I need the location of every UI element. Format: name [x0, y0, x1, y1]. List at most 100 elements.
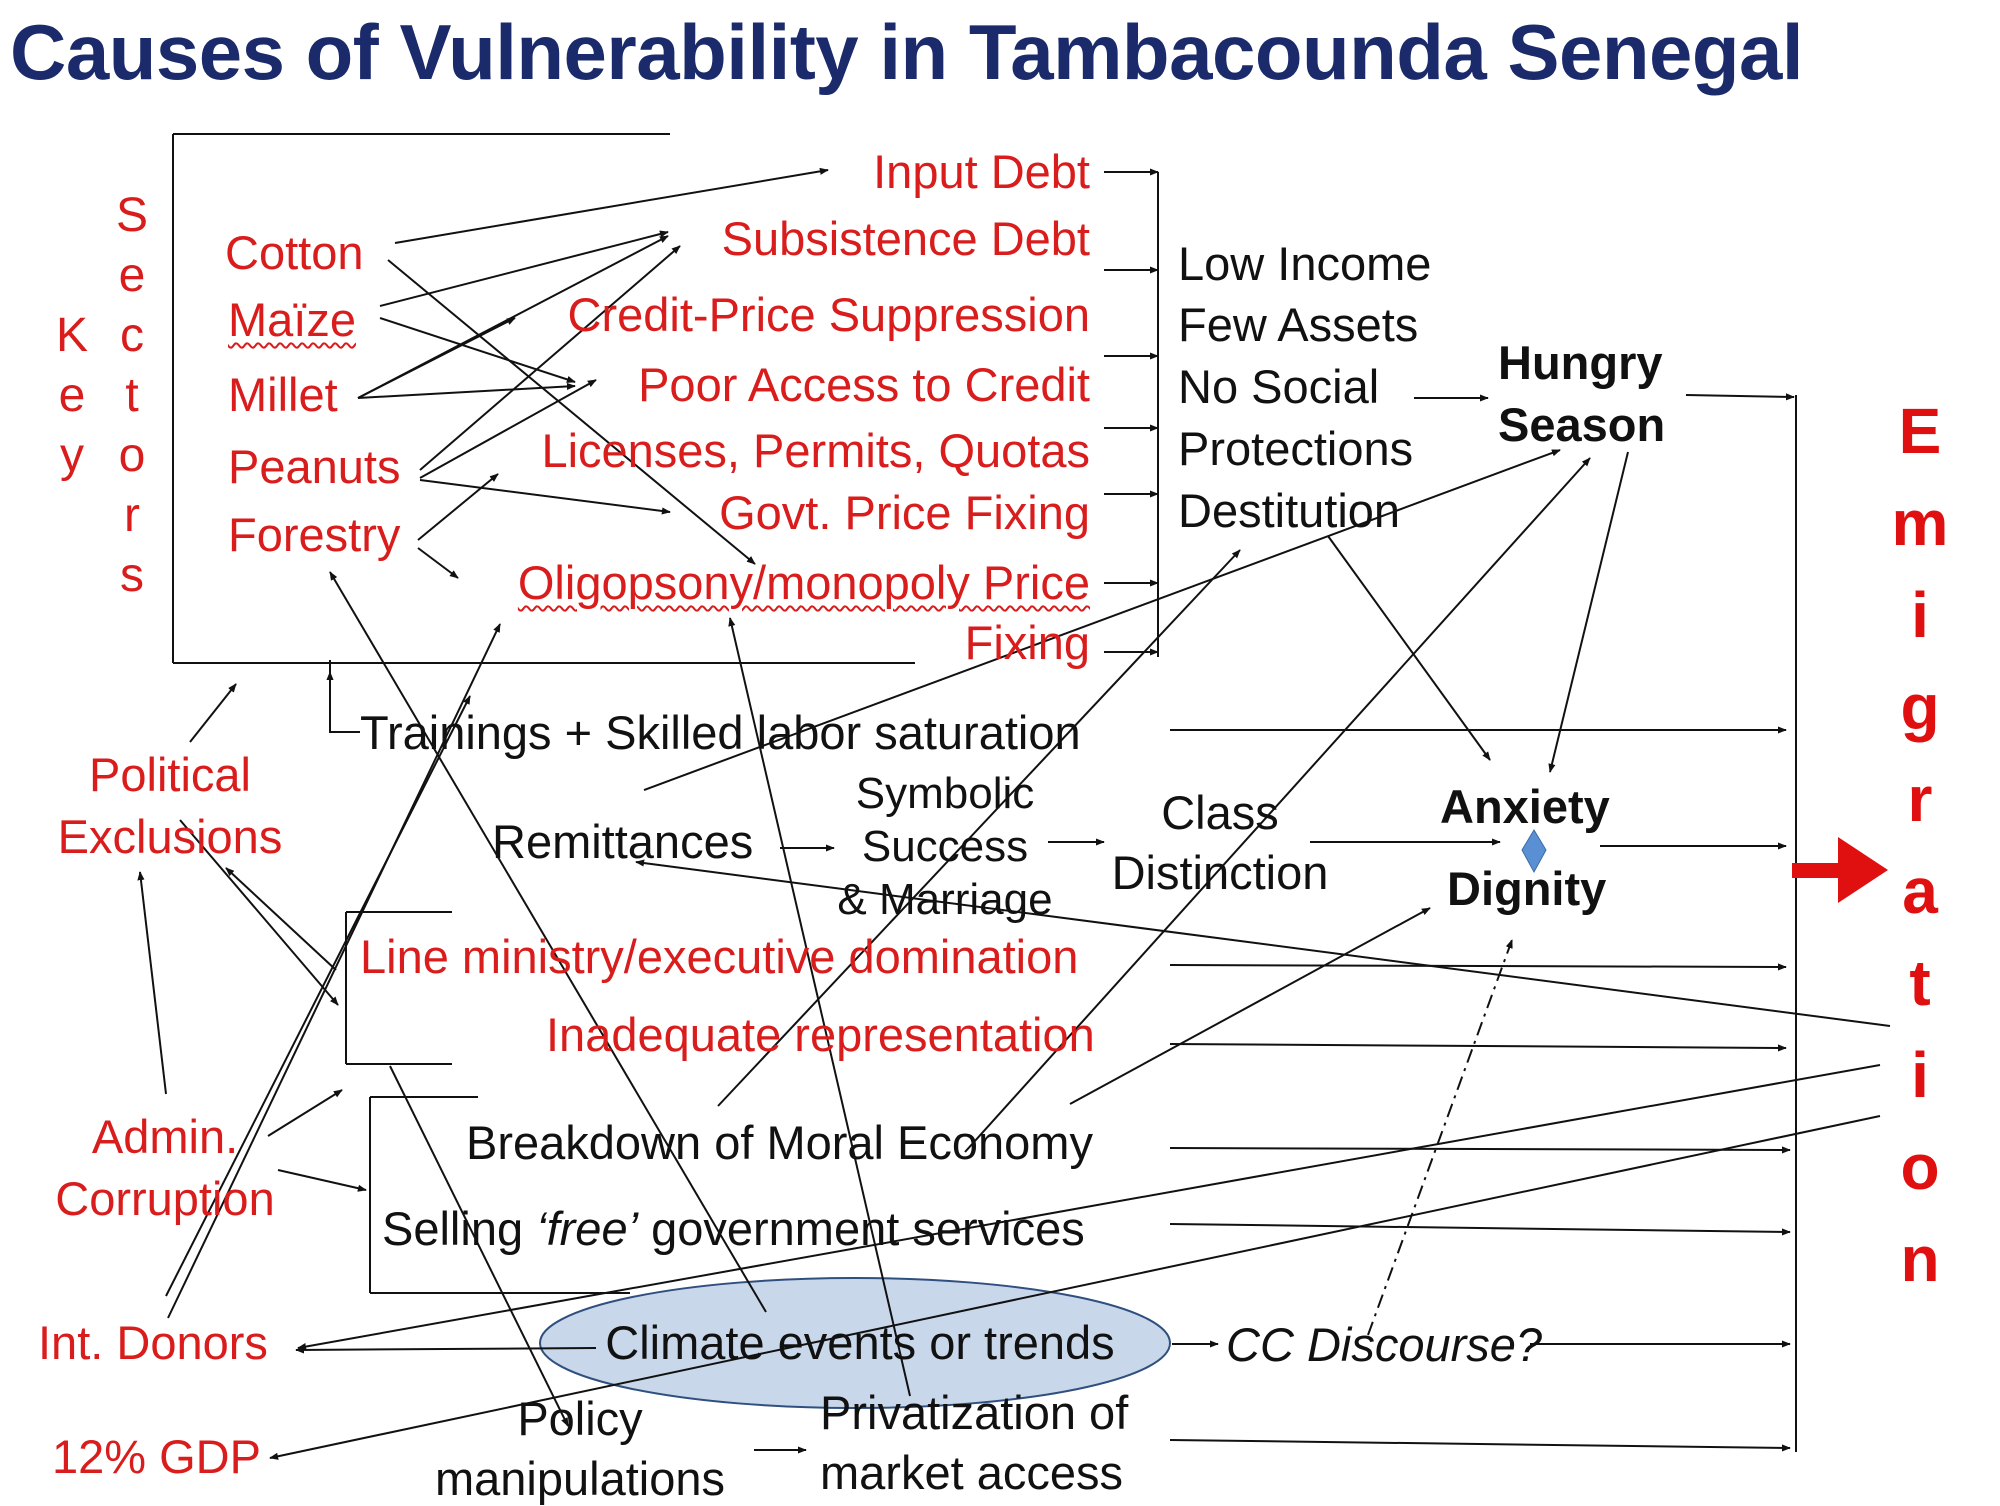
debt-oligopsony: Oligopsony/monopoly Price: [440, 556, 1090, 610]
symbolic-3: & Marriage: [837, 875, 1053, 924]
trainings-label: Trainings + Skilled labor saturation: [360, 706, 1081, 759]
arrow-peanuts-subsistence: [419, 245, 681, 471]
debt-govt-price: Govt. Price Fixing: [719, 486, 1090, 539]
policy-label-1: Policy: [517, 1392, 643, 1445]
arrow-admin-admin-bracket: [277, 1169, 367, 1192]
emigration-letter-6: t: [1909, 947, 1931, 1019]
symbolic-1: Symbolic: [855, 769, 1035, 818]
sectors-letter-5: r: [124, 489, 140, 542]
political-label-1: Political: [89, 748, 251, 801]
outcome-few-assets: Few Assets: [1178, 298, 1419, 351]
oligopsony-text: Oligopsony/monopoly Price: [517, 556, 1090, 609]
emigration-letter-3: g: [1900, 671, 1940, 743]
sectors-letter-6: s: [120, 549, 144, 602]
arrow-cotton-oligopsony: [387, 259, 756, 565]
class-label-1: Class: [1161, 786, 1279, 839]
key-sectors-bracket: [172, 133, 915, 664]
sectors-letter-1: e: [118, 249, 146, 302]
key-letter-1: e: [58, 369, 86, 422]
arrow-emigration-donors: [297, 1064, 1881, 1351]
sectors-letter-0: S: [115, 189, 148, 242]
political-bracket: [345, 911, 452, 1065]
arrow-emigration-gdp: [269, 1115, 1881, 1460]
arrow-admin-bracket: [267, 1089, 343, 1137]
sectors-letter-2: c: [120, 309, 144, 362]
selling-free: ‘free’: [536, 1202, 639, 1255]
arrow-donors-trainings: [165, 695, 471, 1297]
debt-fixing: Fixing: [964, 616, 1090, 669]
arrow-inadequate-emigration: [1169, 1043, 1787, 1052]
hungry-label: Hungry: [1498, 336, 1663, 389]
policy-label-2: manipulations: [434, 1452, 725, 1505]
climate-label: Climate events or trends: [605, 1316, 1115, 1369]
line-ministry-label: Line ministry/executive domination: [360, 930, 1079, 983]
arrow-selling-emigration: [1169, 1223, 1791, 1236]
arrow-millet-poor-access: [357, 382, 576, 399]
sector-forestry: Forestry: [228, 508, 401, 561]
sector-cotton: Cotton: [225, 226, 364, 279]
arrow-privatization-emigration: [1169, 1439, 1791, 1452]
anxiety-label: Anxiety: [1440, 780, 1610, 833]
debt-licenses: Licenses, Permits, Quotas: [541, 424, 1090, 477]
arrow-forestry-oligopsony: [417, 547, 459, 579]
arrow-moral-dignity: [1069, 907, 1431, 1105]
sector-maize: Maïze: [228, 293, 356, 346]
emigration-letter-8: o: [1900, 1131, 1940, 1203]
emigration-letter-1: m: [1891, 487, 1949, 559]
emigration-letter-2: i: [1911, 579, 1929, 651]
selling-label: Selling ‘free’ government services: [382, 1202, 1085, 1256]
emigration-letter-0: E: [1898, 395, 1942, 467]
outcome-destitution: Destitution: [1178, 484, 1401, 537]
political-label-2: Exclusions: [57, 810, 283, 863]
outcome-no-social: No Social: [1178, 360, 1380, 413]
remittances-label: Remittances: [492, 815, 754, 868]
dignity-label: Dignity: [1447, 862, 1607, 915]
arrow-cotton-input-debt: [394, 167, 829, 244]
moral-economy-label: Breakdown of Moral Economy: [466, 1116, 1093, 1169]
sectors-letter-4: o: [118, 429, 146, 482]
class-label-2: Distinction: [1111, 846, 1329, 899]
emigration-letter-7: i: [1911, 1039, 1929, 1111]
privatization-label-1: Privatization of: [820, 1386, 1129, 1439]
arrow-line-ministry-emigration: [1169, 963, 1787, 971]
climate-ellipse: [539, 1277, 1171, 1409]
sector-peanuts: Peanuts: [228, 440, 401, 493]
arrow-moral-emigration: [1169, 1146, 1791, 1154]
arrow-donors-oligopsony-side: [167, 623, 501, 1319]
arrow-admin-political: [137, 871, 167, 1095]
cc-discourse-label: CC Discourse?: [1226, 1318, 1543, 1371]
selling-post: government services: [638, 1202, 1085, 1255]
arrow-maize-subsistence: [379, 230, 669, 307]
admin-label-1: Admin.: [91, 1110, 239, 1163]
arrow-political-sectors: [189, 683, 237, 743]
arrow-peanuts-govt-price: [419, 479, 671, 515]
selling-pre: Selling: [382, 1202, 537, 1255]
plain-line-group: [329, 660, 360, 733]
arrow-climate-donors: [295, 1346, 597, 1354]
admin-label-2: Corruption: [55, 1172, 275, 1225]
outcome-low-income: Low Income: [1178, 237, 1432, 290]
arrow-group: [137, 167, 1891, 1460]
arrow-hungry-anxiety: [1548, 451, 1629, 773]
line-trainings-bracket: [329, 660, 360, 733]
arrow-millet-subsistence: [357, 235, 669, 399]
key-letter-0: K: [55, 309, 88, 362]
season-label: Season: [1498, 398, 1666, 451]
emigration-letter-4: r: [1907, 763, 1933, 835]
debt-input: Input Debt: [873, 145, 1090, 198]
emigration-big-arrow: [1792, 837, 1888, 903]
arrow-privatization-oligopsony: [728, 617, 911, 1397]
emigration-letter-9: n: [1900, 1223, 1940, 1295]
symbolic-2: Success: [861, 822, 1029, 871]
gdp-label: 12% GDP: [52, 1430, 261, 1483]
arrow-moral-destitution: [717, 549, 1241, 1107]
key-letter-2: y: [60, 429, 84, 482]
page-title: Causes of Vulnerability in Tambacounda S…: [10, 8, 1804, 96]
arrow-bracket-political: [225, 867, 337, 971]
outcome-protections: Protections: [1178, 422, 1414, 475]
